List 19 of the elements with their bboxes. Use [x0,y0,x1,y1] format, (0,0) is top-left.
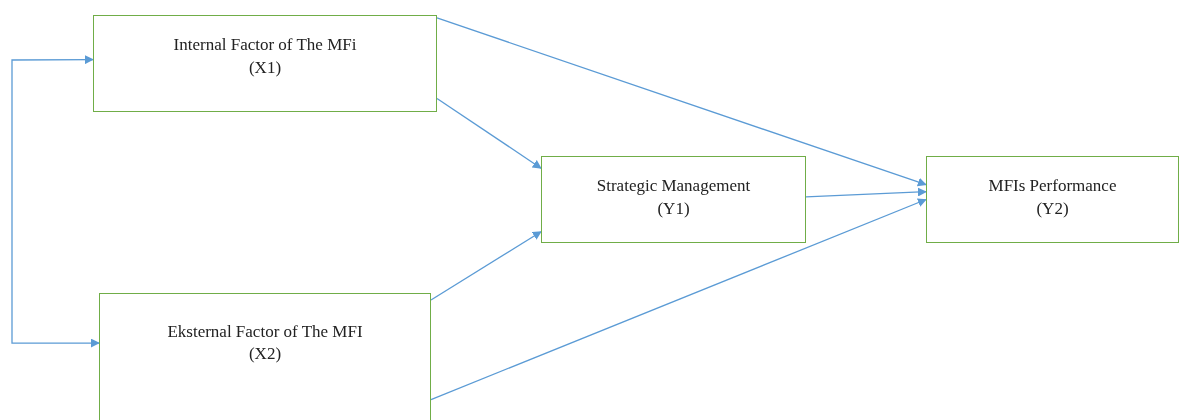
arrow [11,199,100,348]
node-label: (Y1) [657,197,690,220]
node-label: (Y2) [1036,197,1069,220]
node-label: (X1) [248,56,282,79]
node-label: Eksternal Factor of The MFI [167,320,363,343]
node-label: MFIs Performance [988,175,1117,198]
arrow [11,55,94,201]
process-box [926,156,1179,243]
arrow [805,187,927,198]
arrow [430,198,927,401]
node-label: Internal Factor of The MFi [173,34,357,57]
arrow [430,231,542,301]
process-box [541,156,806,243]
node-label: Strategic Management [596,175,751,198]
process-box [93,15,437,112]
arrow [436,17,927,187]
node-label: (X2) [248,343,282,365]
process-box [99,293,431,420]
arrow [436,97,542,169]
